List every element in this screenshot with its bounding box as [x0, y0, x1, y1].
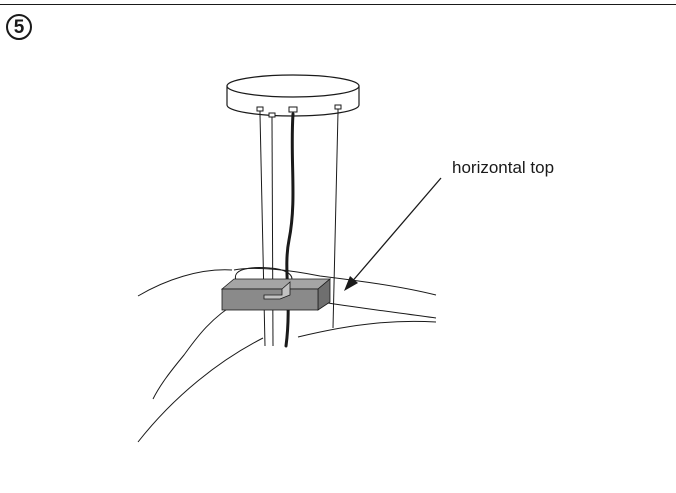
callout-arrow	[344, 177, 442, 291]
callout-label: horizontal top	[452, 158, 554, 177]
cable-gripper-pins	[256, 104, 342, 123]
spirit-level-block	[220, 278, 332, 311]
step-number: 5	[13, 16, 25, 38]
lamp-shade-outline	[137, 267, 437, 443]
top-rule	[0, 4, 676, 5]
power-cord	[284, 112, 295, 348]
suspension-cables	[259, 111, 339, 347]
step-number-badge: 5	[6, 14, 32, 40]
